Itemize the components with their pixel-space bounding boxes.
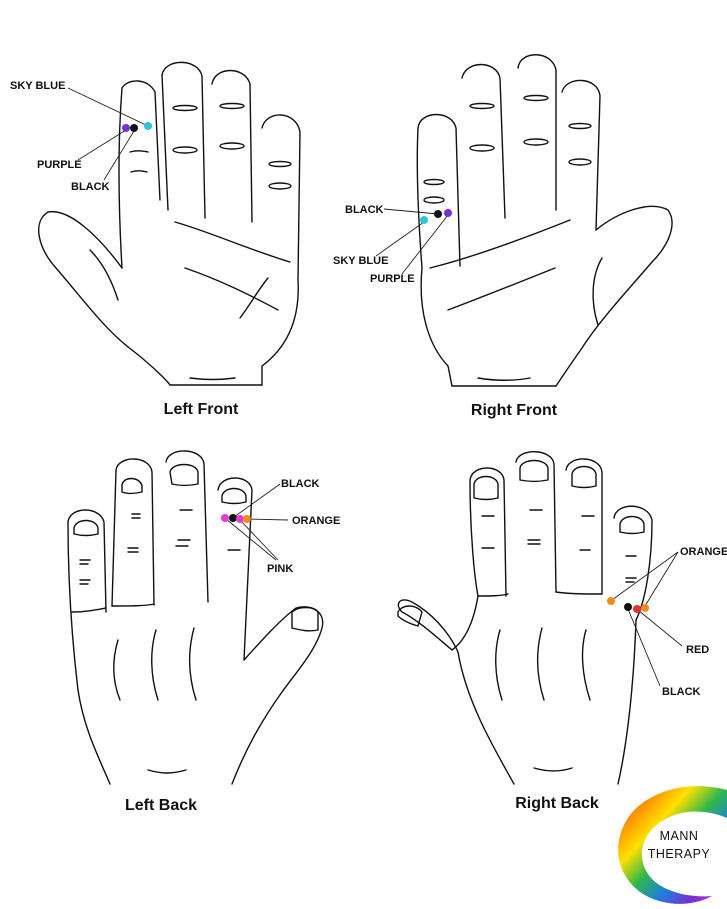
left-front-title: Left Front (164, 401, 239, 418)
left-front-dots (67, 87, 152, 181)
right-back-dots (607, 551, 683, 687)
label-purple: PURPLE (37, 159, 82, 171)
dot-orange (243, 515, 251, 523)
dot-sky-blue (144, 122, 152, 130)
label-sky-blue: SKY BLUE (333, 255, 388, 267)
label-red: RED (686, 644, 709, 656)
mann-therapy-logo: MANN THERAPY (618, 786, 727, 904)
dot-orange (607, 597, 615, 605)
label-orange: ORANGE (292, 515, 340, 527)
logo-line1: MANN (660, 829, 699, 843)
dot-black (624, 603, 632, 611)
label-black: BLACK (345, 204, 384, 216)
right-front-hand (416, 54, 673, 387)
left-back-title: Left Back (125, 797, 197, 814)
dot-black (434, 210, 442, 218)
right-front-dots (375, 208, 452, 275)
logo-line2: THERAPY (648, 847, 711, 861)
left-front-hand (38, 61, 301, 386)
right-back-title: Right Back (515, 795, 599, 812)
right-back-hand (397, 451, 653, 785)
dot-pink (236, 515, 244, 523)
label-pink: PINK (267, 563, 293, 575)
label-sky-blue: SKY BLUE (10, 80, 65, 92)
dot-sky-blue (420, 216, 428, 224)
label-black: BLACK (71, 181, 110, 193)
dot-red (633, 605, 641, 613)
label-black: BLACK (662, 686, 701, 698)
label-orange: ORANGE (680, 546, 727, 558)
dot-orange (641, 604, 649, 612)
logo-rainbow-swoosh (618, 786, 727, 904)
label-black: BLACK (281, 478, 320, 490)
label-purple: PURPLE (370, 273, 415, 285)
dot-black (130, 124, 138, 132)
dot-purple (122, 124, 130, 132)
left-back-dots (221, 483, 289, 561)
left-back-hand (67, 450, 324, 785)
dot-purple (444, 209, 452, 217)
dot-black (229, 514, 237, 522)
right-front-title: Right Front (471, 402, 558, 419)
dot-pink (221, 514, 229, 522)
